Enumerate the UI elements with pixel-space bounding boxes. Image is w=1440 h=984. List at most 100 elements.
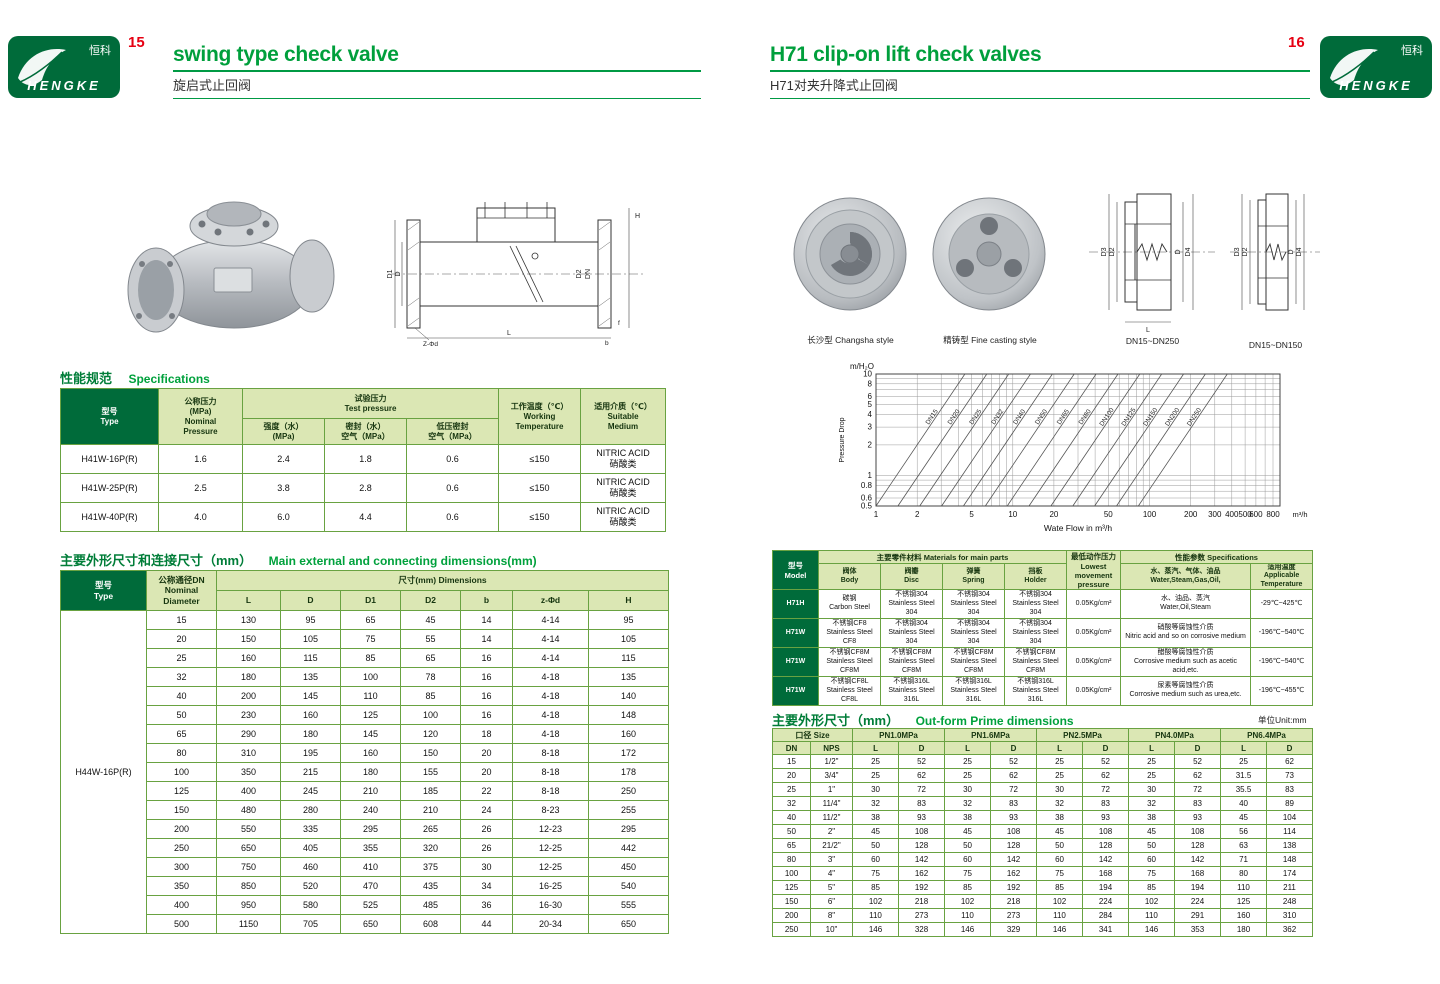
table-cell: 93 [1174, 810, 1222, 825]
table-cell: 146 [1036, 922, 1084, 937]
table-cell: 83 [1174, 796, 1222, 811]
table-cell: 155 [400, 762, 461, 782]
table-cell: 4-18 [512, 705, 589, 725]
svg-text:L: L [507, 330, 511, 337]
table-cell: 15 [146, 610, 217, 630]
table-cell: 525 [340, 895, 401, 915]
table-cell: ≤150 [498, 502, 582, 532]
table-cell: 尿素等腐蚀性介质 Corrosive medium such as urea,e… [1120, 676, 1252, 707]
table-cell: 146 [944, 922, 992, 937]
table-cell: 0.05Kg/cm² [1066, 589, 1122, 620]
table-cell: 168 [1082, 866, 1130, 881]
table-cell: 125 [146, 781, 217, 801]
header-rule [173, 98, 701, 100]
table-cell: 435 [400, 876, 461, 896]
table-cell: 85 [400, 686, 461, 706]
table-cell: 100 [400, 705, 461, 725]
section-title-en: Main external and connecting dimensions(… [268, 554, 537, 568]
table-cell: 265 [400, 819, 461, 839]
table-cell: 20 [146, 629, 217, 649]
svg-text:4: 4 [868, 410, 873, 419]
svg-text:8: 8 [868, 379, 873, 388]
svg-text:m/H₂O: m/H₂O [850, 362, 874, 371]
table-cell: 30 [1036, 782, 1084, 797]
table-cell: 200 [216, 686, 281, 706]
svg-text:D2: D2 [1242, 247, 1249, 256]
table-cell: 273 [898, 908, 946, 923]
table-cell: 80 [1220, 866, 1268, 881]
table-cell: 104 [1266, 810, 1314, 825]
table-cell: 硝酸等腐蚀性介质 Nitric acid and so on corrosive… [1120, 618, 1252, 649]
table-cell: 25 [944, 768, 992, 783]
table-cell: 45 [1128, 824, 1176, 839]
table-cell: 310 [216, 743, 281, 763]
table-cell: 150 [772, 894, 811, 909]
table-cell: 130 [216, 610, 281, 630]
svg-text:DN125: DN125 [1120, 407, 1137, 428]
table-cell: 200 [146, 819, 217, 839]
table-cell: 4-18 [512, 667, 589, 687]
svg-text:D2: D2 [576, 269, 583, 278]
table-cell: 442 [588, 838, 669, 858]
table-cell: 不锈钢CF8M Stainless Steel CF8M [818, 647, 881, 678]
table-cell: 50 [1036, 838, 1084, 853]
table-cell: 108 [990, 824, 1038, 839]
table-cell: 2.8 [324, 473, 407, 503]
table-cell: 73 [1266, 768, 1314, 783]
table-cell: 108 [1082, 824, 1130, 839]
col-header-L: L [1128, 741, 1176, 755]
table-cell: 148 [588, 705, 669, 725]
table-cell: 174 [1266, 866, 1314, 881]
table-cell: 210 [400, 800, 461, 820]
table-cell: 95 [588, 610, 669, 630]
col-header-working-temperature: 工作温度（℃） Working Temperature [498, 388, 582, 445]
svg-text:Pressure Drop: Pressure Drop [839, 417, 846, 462]
table-cell: 450 [588, 857, 669, 877]
svg-text:400: 400 [1225, 510, 1239, 519]
svg-text:m³/h: m³/h [1293, 510, 1308, 519]
table-cell: 75 [1036, 866, 1084, 881]
col-header-suitable-medium: 适用介质（℃） Suitable Medium [580, 388, 667, 445]
svg-text:0.6: 0.6 [861, 494, 873, 503]
swing-valve-photo [127, 201, 335, 333]
table-cell: 50 [944, 838, 992, 853]
table-cell: 410 [340, 857, 401, 877]
table-cell: 44 [460, 914, 513, 934]
col-header-seal: 密封（水） 空气（MPa） [324, 418, 407, 445]
table-cell: 20 [460, 743, 513, 763]
table-cell: 85 [852, 880, 900, 895]
svg-text:5: 5 [868, 400, 873, 409]
table-cell: 215 [280, 762, 341, 782]
table-cell: 83 [1266, 782, 1314, 797]
svg-text:D: D [395, 271, 402, 276]
table-cell: 2.5 [158, 473, 243, 503]
table-cell: 108 [898, 824, 946, 839]
table-cell: 200 [772, 908, 811, 923]
table-cell: ≤150 [498, 473, 582, 503]
table-cell: 不锈钢CF8M Stainless Steel CF8M [1003, 647, 1068, 678]
table-cell: 485 [400, 895, 461, 915]
table-cell: 4-18 [512, 686, 589, 706]
table-cell: 125 [1220, 894, 1268, 909]
table-cell: ≤150 [498, 444, 582, 474]
table-cell: 16 [460, 705, 513, 725]
table-cell: 250 [588, 781, 669, 801]
col-header-L: L [944, 741, 992, 755]
table-cell: 608 [400, 914, 461, 934]
table-cell: 16 [460, 686, 513, 706]
svg-text:20: 20 [1049, 510, 1058, 519]
col-header-D: D [280, 590, 341, 611]
table-cell: 52 [1174, 754, 1222, 769]
table-cell: 不锈钢316L Stainless Steel 316L [942, 676, 1005, 707]
table-cell: 1" [809, 782, 854, 797]
table-cell: 178 [588, 762, 669, 782]
col-header-low-seal: 低压密封 空气（MPa） [405, 418, 500, 445]
table-cell: 350 [216, 762, 281, 782]
table-cell: NITRIC ACID 硝酸类 [580, 473, 667, 503]
table-cell: 194 [1082, 880, 1130, 895]
section-title-dimensions: 主要外形尺寸和连接尺寸（mm） Main external and connec… [60, 550, 537, 570]
table-cell: 63 [1220, 838, 1268, 853]
